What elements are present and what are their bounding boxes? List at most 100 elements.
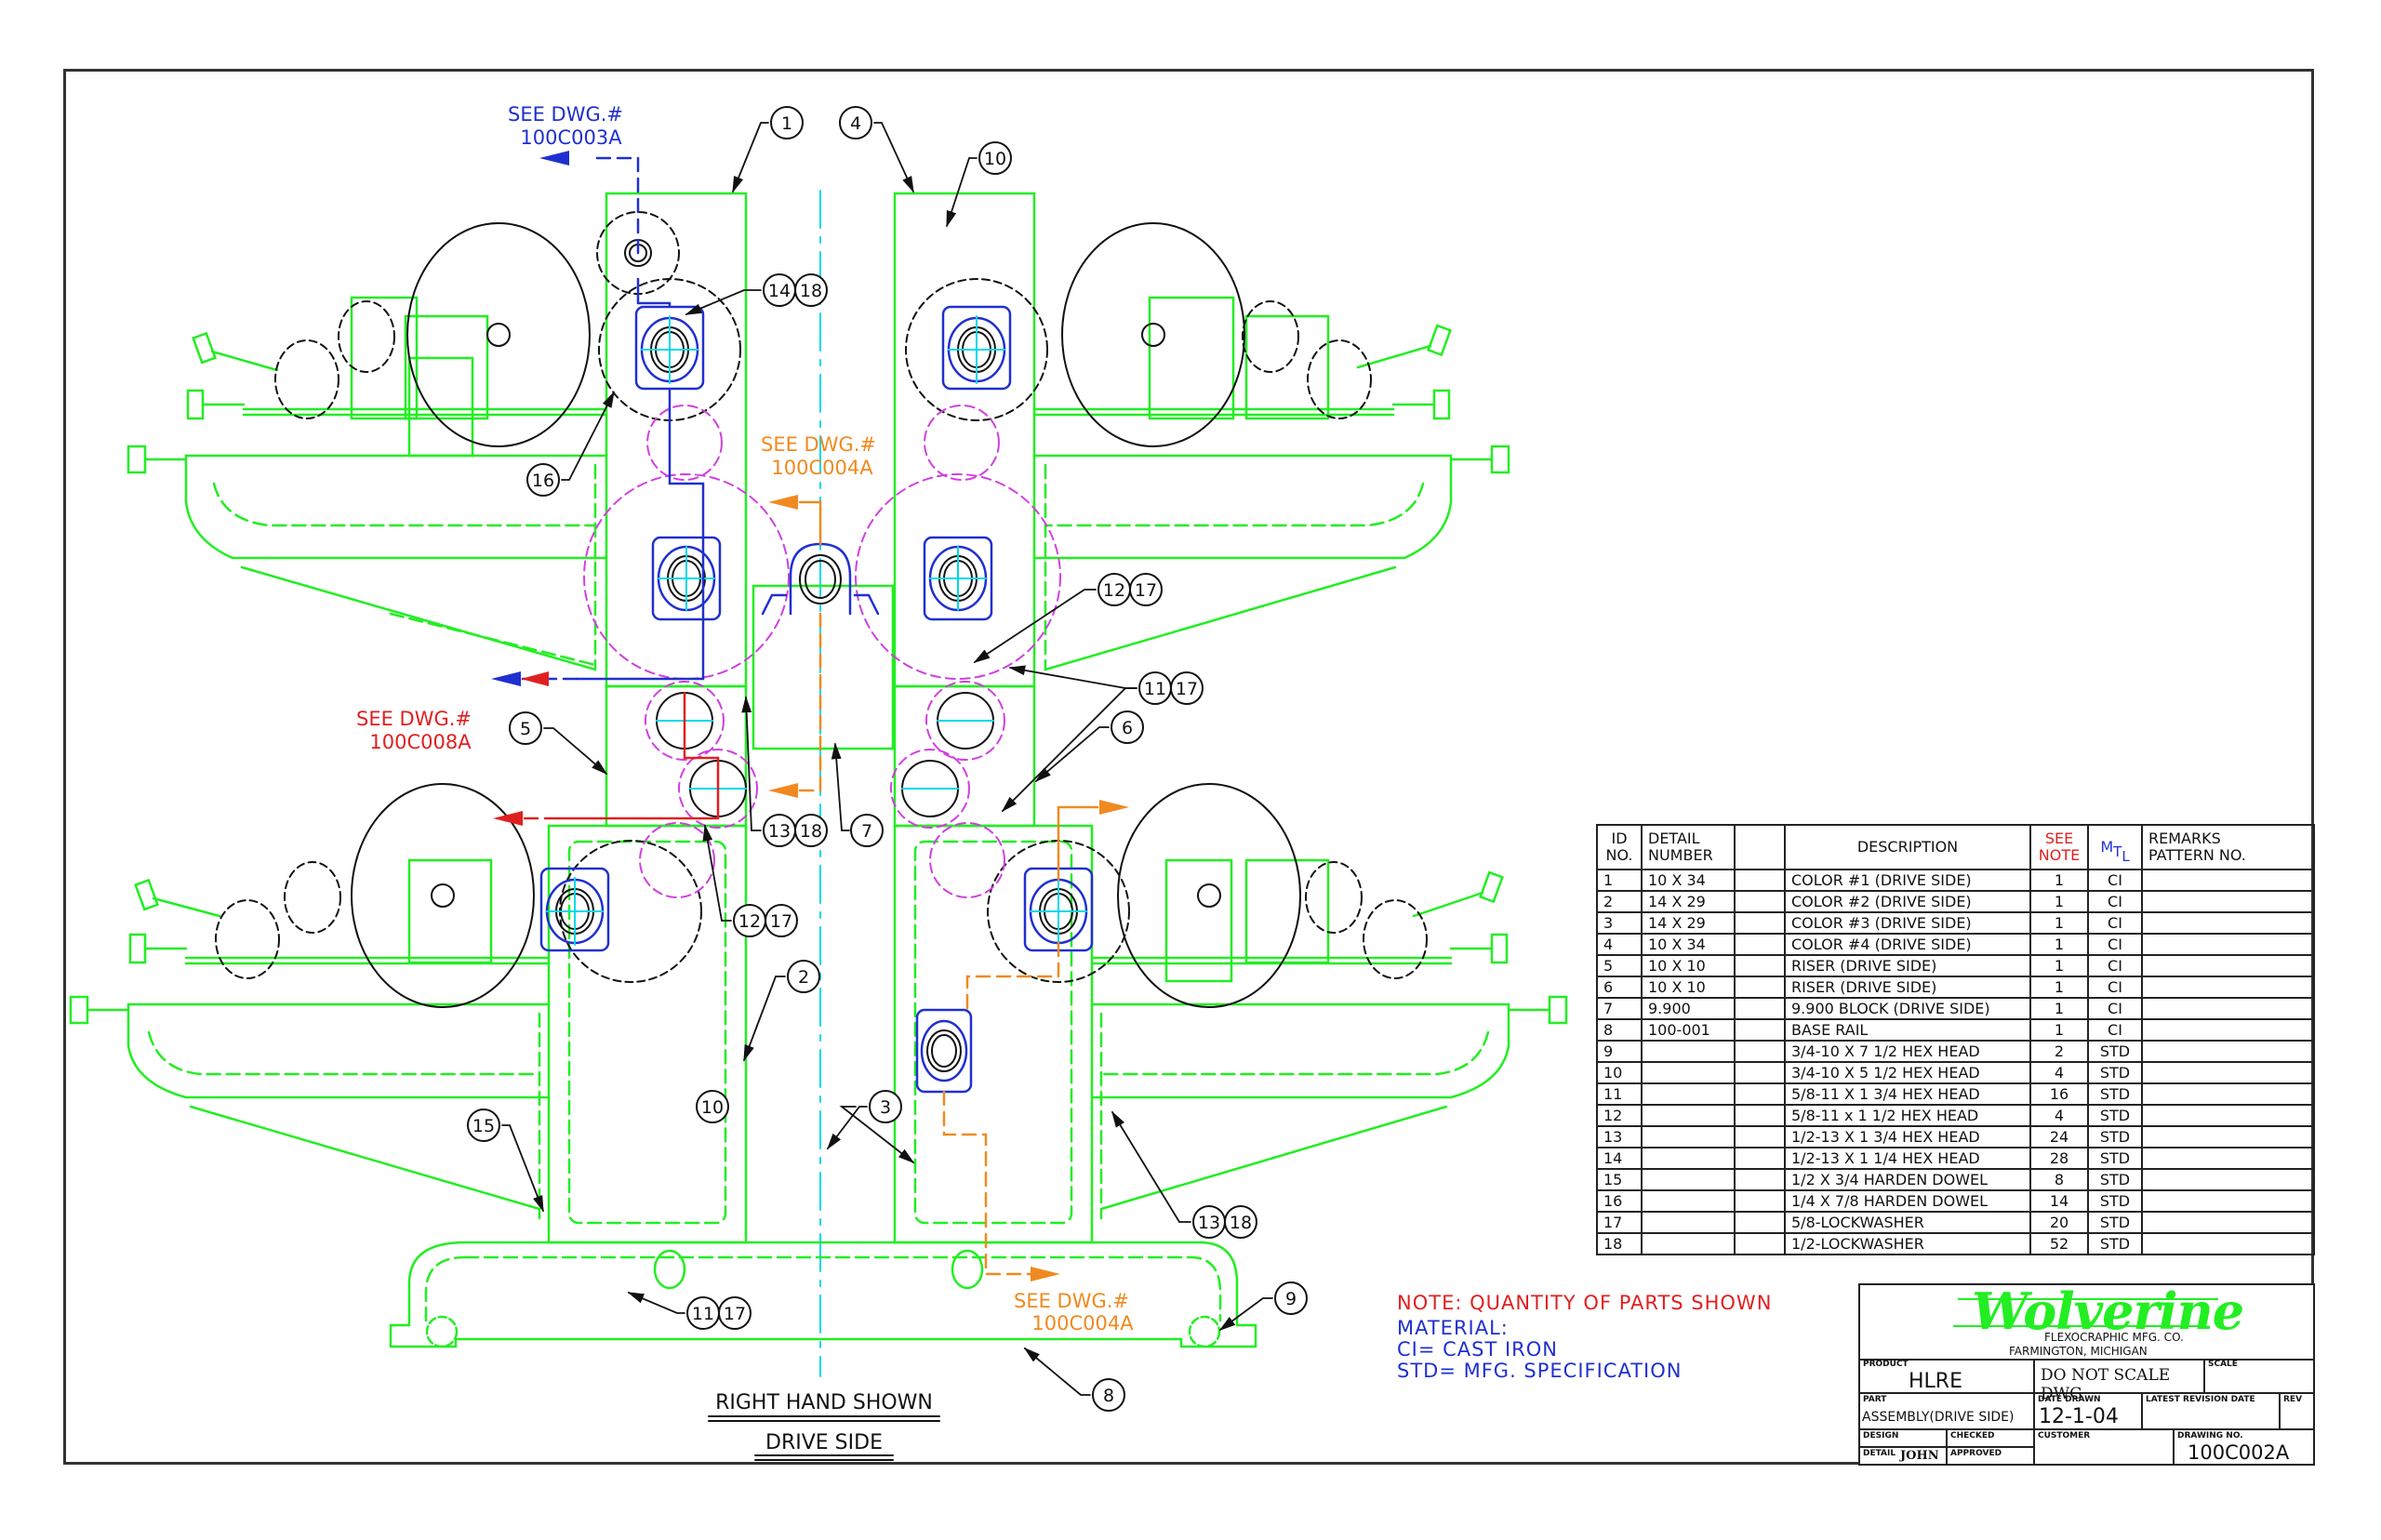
balloon-circle	[1092, 1378, 1125, 1412]
scale-cell: SCALE	[2205, 1359, 2313, 1394]
row-id: 11	[1596, 1082, 1643, 1106]
logo-stripe	[1953, 1325, 2200, 1327]
row-material: CI	[2087, 976, 2143, 999]
row-blank	[1734, 869, 1786, 892]
balloon-label: 18	[1230, 1213, 1252, 1233]
row-remarks	[2141, 1189, 2315, 1213]
row-blank	[1734, 954, 1786, 977]
company-city: FARMINGTON, MICHIGAN	[2009, 1345, 2148, 1358]
row-blank	[1734, 1018, 1786, 1042]
row-description: COLOR #3 (DRIVE SIDE)	[1784, 911, 2031, 935]
row-detail-number: 9.900	[1641, 997, 1736, 1020]
row-remarks	[2141, 933, 2315, 956]
row-id: 9	[1596, 1040, 1643, 1063]
balloon-circle	[467, 1109, 500, 1142]
row-remarks	[2141, 997, 2315, 1020]
row-remarks	[2141, 911, 2315, 935]
row-blank	[1734, 1189, 1786, 1213]
row-material: CI	[2087, 869, 2143, 892]
row-remarks	[2141, 1040, 2315, 1063]
approved-cell: APPROVED	[1948, 1448, 2035, 1464]
row-material: STD	[2087, 1125, 2143, 1148]
do-not-scale-text: DO NOT SCALE DWG	[2041, 1366, 2171, 1403]
balloon-circle	[1274, 1281, 1308, 1315]
leader-lines	[501, 122, 1273, 1396]
drive-path-blue	[491, 151, 705, 686]
row-quantity: 1	[2029, 1018, 2089, 1042]
row-id: 2	[1596, 890, 1643, 913]
base-rail	[389, 1241, 1257, 1348]
row-quantity: 8	[2029, 1168, 2089, 1191]
row-description: 1/2 X 3/4 HARDEN DOWEL	[1784, 1168, 2031, 1191]
row-material: CI	[2087, 1018, 2143, 1042]
row-blank	[1734, 890, 1786, 913]
row-quantity: 24	[2029, 1125, 2089, 1148]
header-material: MTL	[2087, 824, 2143, 870]
row-blank	[1734, 976, 1786, 999]
row-material: STD	[2087, 1061, 2143, 1084]
row-quantity: 1	[2029, 954, 2089, 977]
balloon-label: 18	[800, 821, 822, 842]
row-quantity: 52	[2029, 1232, 2089, 1255]
balloon-circle	[765, 904, 798, 937]
row-description: 5/8-11 X 1 3/4 HEX HEAD	[1784, 1082, 2031, 1106]
row-detail-number	[1641, 1147, 1736, 1170]
approved-label: APPROVED	[1950, 1449, 2002, 1458]
note-quantity: NOTE: QUANTITY OF PARTS SHOWN	[1397, 1292, 1773, 1314]
view-label-drive-side: DRIVE SIDE	[765, 1431, 883, 1454]
row-quantity: 14	[2029, 1189, 2089, 1213]
note-material-std: STD= MFG. SPECIFICATION	[1397, 1360, 1683, 1382]
ref-text-blue-dwg: 100C003A	[520, 126, 622, 149]
row-id: 6	[1596, 976, 1643, 999]
detail-label: DETAIL	[1863, 1449, 1896, 1458]
rev-cell: REV	[2281, 1394, 2313, 1430]
ref-text-red-dwg: 100C008A	[369, 731, 472, 753]
row-description: 1/2-13 X 1 3/4 HEX HEAD	[1784, 1125, 2031, 1148]
design-cell: DESIGN	[1860, 1430, 1948, 1448]
row-material: CI	[2087, 911, 2143, 935]
row-material: CI	[2087, 954, 2143, 977]
row-remarks	[2141, 1061, 2315, 1084]
balloon-circle	[839, 106, 872, 139]
row-remarks	[2141, 1018, 2315, 1042]
header-blank	[1734, 824, 1786, 870]
row-material: STD	[2087, 1040, 2143, 1063]
row-description: BASE RAIL	[1784, 1018, 2031, 1042]
row-remarks	[2141, 1125, 2315, 1148]
customer-cell: CUSTOMER	[2035, 1430, 2175, 1464]
drive-path-red	[493, 671, 720, 826]
title-block: Wolverine FLEXOCRAPHIC MFG. CO. FARMINGT…	[1858, 1281, 2315, 1466]
row-id: 3	[1596, 911, 1643, 935]
row-description: RISER (DRIVE SIDE)	[1784, 954, 2031, 977]
row-remarks	[2141, 1082, 2315, 1106]
balloon-label: 17	[1135, 580, 1157, 601]
detail-cell: DETAIL JOHN	[1860, 1448, 1948, 1464]
row-detail-number: 10 X 10	[1641, 976, 1736, 999]
product-label: PRODUCT	[1863, 1360, 1909, 1369]
row-remarks	[2141, 890, 2315, 913]
drive-path-orange	[768, 495, 1129, 1281]
row-description: 1/2-13 X 1 1/4 HEX HEAD	[1784, 1147, 2031, 1170]
row-detail-number: 14 X 29	[1641, 911, 1736, 935]
balloon-label: 13	[1198, 1213, 1220, 1233]
row-blank	[1734, 933, 1786, 956]
row-quantity: 2	[2029, 1040, 2089, 1063]
row-description: COLOR #4 (DRIVE SIDE)	[1784, 933, 2031, 956]
row-material: STD	[2087, 1104, 2143, 1127]
note-material-ci: CI= CAST IRON	[1397, 1338, 1559, 1361]
date-drawn-cell: DATE DRAWN 12-1-04	[2035, 1394, 2143, 1430]
balloon-label: 15	[472, 1116, 495, 1136]
row-detail-number: 10 X 34	[1641, 933, 1736, 956]
row-blank	[1734, 1168, 1786, 1191]
